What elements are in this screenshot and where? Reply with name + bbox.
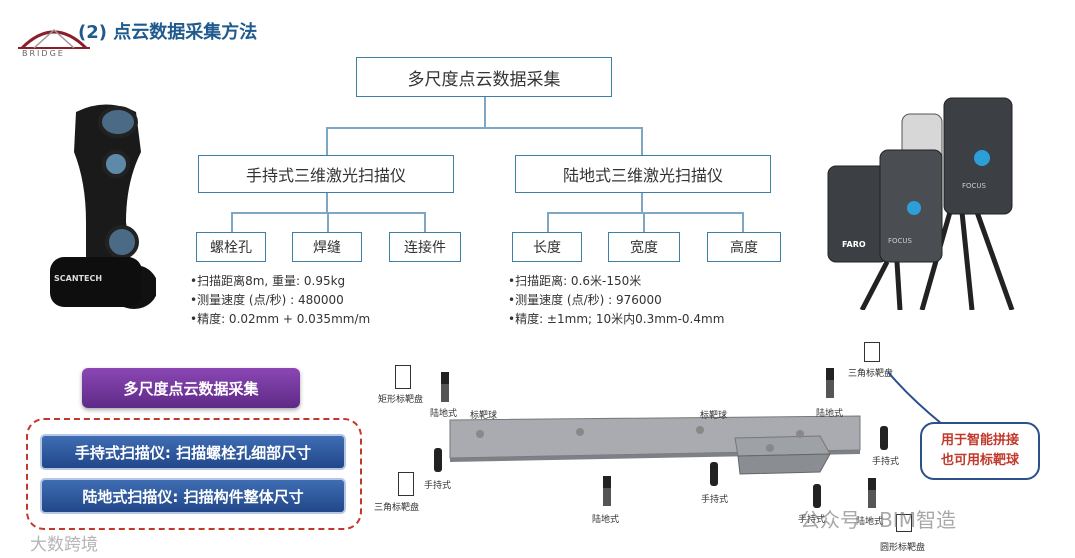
round-target-label: 圆形标靶盘 bbox=[880, 543, 926, 553]
spec-line: •测量速度 (点/秒) : 976000 bbox=[508, 293, 662, 307]
sphere-label-1: 标靶球 bbox=[470, 411, 498, 421]
handheld-scanner-icon bbox=[813, 484, 821, 508]
handheld-label-4: 手持式 bbox=[872, 457, 900, 467]
leaf-height: 高度 bbox=[707, 232, 781, 262]
callout-line-1: 用于智能拼接 bbox=[940, 433, 1019, 448]
bridge-logo-icon bbox=[18, 28, 90, 50]
summary-title: 多尺度点云数据采集 bbox=[82, 368, 300, 408]
summary-item-terrestrial: 陆地式扫描仪: 扫描构件整体尺寸 bbox=[40, 478, 346, 514]
summary-item-handheld: 手持式扫描仪: 扫描螺栓孔细部尺寸 bbox=[40, 434, 346, 470]
tri-target-left-icon bbox=[398, 472, 414, 496]
watermark-right: 公众号 · BIM智造 bbox=[800, 508, 956, 532]
spec-line: •扫描距离8m, 重量: 0.95kg bbox=[190, 274, 346, 288]
callout-pointer bbox=[887, 371, 943, 425]
faro-label: FARO bbox=[842, 240, 866, 249]
callout-line-2: 也可用标靶球 bbox=[940, 453, 1019, 468]
page-title: (2) 点云数据采集方法 bbox=[78, 22, 258, 43]
handheld-label-2: 手持式 bbox=[701, 495, 729, 505]
handheld-specs: •扫描距离8m, 重量: 0.95kg •测量速度 (点/秒) : 480000… bbox=[190, 272, 370, 329]
handheld-scanner-image: SCANTECH bbox=[46, 92, 158, 314]
rect-target-icon bbox=[395, 365, 411, 389]
spec-line: •精度: ±1mm; 10米内0.3mm-0.4mm bbox=[508, 312, 725, 326]
node-handheld: 手持式三维激光扫描仪 bbox=[198, 155, 454, 193]
leaf-weld: 焊缝 bbox=[292, 232, 362, 262]
leaf-bolt-hole: 螺栓孔 bbox=[196, 232, 266, 262]
faro-scanner-image: FARO FOCUS FOCUS bbox=[822, 92, 1018, 312]
scantech-label: SCANTECH bbox=[54, 274, 103, 283]
terrestrial-scanner-icon bbox=[868, 478, 876, 508]
steel-beam-scene bbox=[440, 410, 870, 480]
terrestrial-scanner-icon bbox=[603, 476, 611, 506]
summary-dashed-frame bbox=[26, 418, 362, 530]
terrestrial-label-2: 陆地式 bbox=[816, 409, 844, 419]
terrestrial-label-1: 陆地式 bbox=[430, 409, 458, 419]
tri-target-top-icon bbox=[864, 342, 880, 362]
watermark-left: 大数跨境 bbox=[30, 535, 98, 555]
terrestrial-scanner-icon bbox=[826, 368, 834, 398]
logo-text: BRIDGE bbox=[22, 49, 65, 58]
tree-root: 多尺度点云数据采集 bbox=[356, 57, 612, 97]
spec-line: •测量速度 (点/秒) : 480000 bbox=[190, 293, 344, 307]
handheld-label-1: 手持式 bbox=[424, 481, 452, 491]
spec-line: •扫描距离: 0.6米-150米 bbox=[508, 274, 642, 288]
leaf-connector: 连接件 bbox=[389, 232, 461, 262]
bridge-logo: BRIDGE bbox=[14, 18, 94, 60]
leaf-length: 长度 bbox=[512, 232, 582, 262]
focus-label-2: FOCUS bbox=[962, 182, 986, 190]
terrestrial-specs: •扫描距离: 0.6米-150米 •测量速度 (点/秒) : 976000 •精… bbox=[508, 272, 724, 329]
handheld-label-3: 手持式 bbox=[798, 515, 826, 525]
handheld-scanner-icon bbox=[434, 448, 442, 472]
leaf-width: 宽度 bbox=[608, 232, 680, 262]
terrestrial-scanner-icon bbox=[441, 372, 449, 402]
handheld-scanner-icon bbox=[710, 462, 718, 486]
tri-target-left-label: 三角标靶盘 bbox=[374, 503, 420, 513]
round-target-icon bbox=[896, 514, 912, 532]
spec-line: •精度: 0.02mm + 0.035mm/m bbox=[190, 312, 371, 326]
rect-target-label: 矩形标靶盘 bbox=[378, 395, 424, 405]
callout-bubble: 用于智能拼接 也可用标靶球 bbox=[920, 422, 1040, 480]
node-terrestrial: 陆地式三维激光扫描仪 bbox=[515, 155, 771, 193]
terrestrial-label-3: 陆地式 bbox=[592, 515, 620, 525]
sphere-label-2: 标靶球 bbox=[700, 411, 728, 421]
terrestrial-label-4: 陆地式 bbox=[856, 517, 884, 527]
handheld-scanner-icon bbox=[880, 426, 888, 450]
tri-target-top-label: 三角标靶盘 bbox=[848, 369, 894, 379]
focus-label-1: FOCUS bbox=[888, 237, 912, 245]
